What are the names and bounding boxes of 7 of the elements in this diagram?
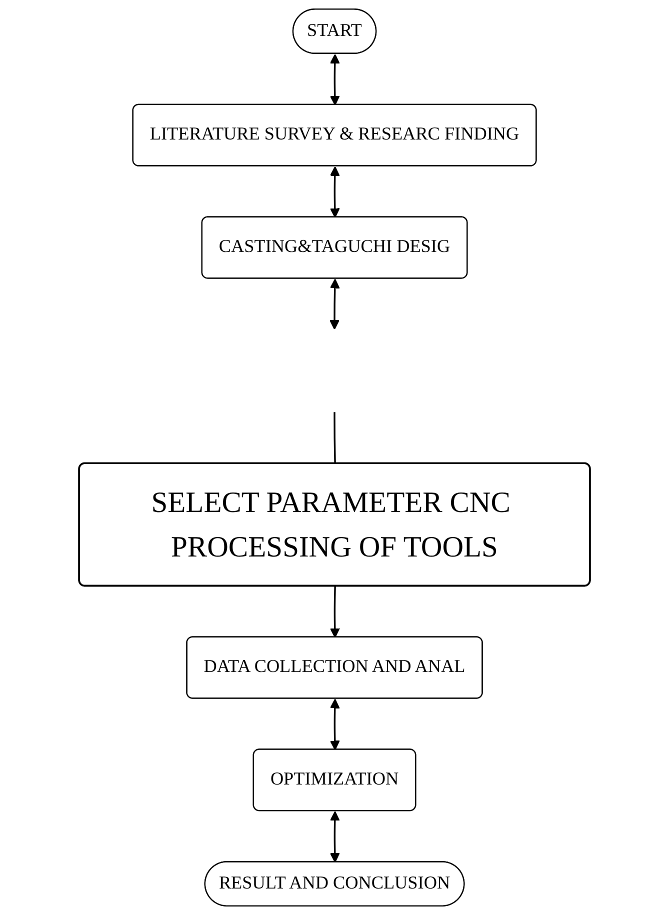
arrow	[330, 166, 340, 218]
arrow	[330, 586, 340, 638]
arrow	[330, 811, 340, 863]
arrow	[330, 278, 340, 330]
arrow	[330, 54, 340, 106]
connector	[334, 412, 336, 464]
arrow	[330, 698, 340, 750]
